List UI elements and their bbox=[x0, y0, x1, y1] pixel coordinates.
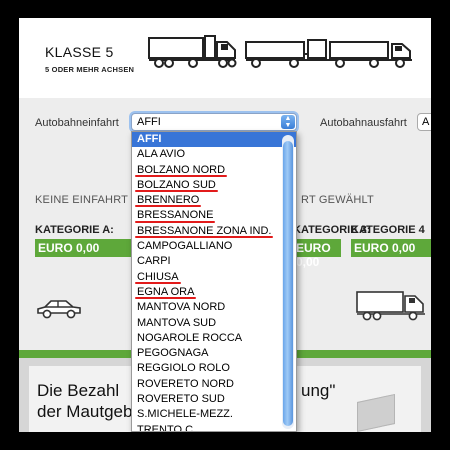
dropdown-option[interactable]: CHIUSA bbox=[132, 270, 296, 285]
red-underline-mark bbox=[135, 236, 273, 239]
dropdown-option[interactable]: S.MICHELE-MEZZ. bbox=[132, 407, 296, 422]
toll-calculator-screen: KLASSE 5 5 ODER MEHR ACHSEN bbox=[19, 18, 431, 432]
lorry-icon bbox=[356, 291, 425, 321]
dropdown-option-label: EGNA ORA bbox=[137, 285, 195, 298]
red-underline-mark bbox=[135, 190, 218, 193]
exit-label: Autobahnausfahrt bbox=[320, 117, 407, 129]
dropdown-option-label: BRESSANONE ZONA IND. bbox=[137, 224, 272, 237]
category-3-label: KATEGORIE 3: bbox=[293, 224, 371, 236]
red-underline-mark bbox=[135, 205, 201, 208]
category-a-price: EURO 0,00 bbox=[35, 239, 131, 257]
dropdown-option[interactable]: ROVERETO NORD bbox=[132, 377, 296, 392]
dropdown-option-label: AFFI bbox=[137, 133, 162, 145]
dropdown-option[interactable]: CAMPOGALLIANO bbox=[132, 239, 296, 254]
dropdown-option[interactable]: BRESSANONE ZONA IND. bbox=[132, 224, 296, 239]
dropdown-option[interactable]: BRENNERO bbox=[132, 193, 296, 208]
dropdown-option-label: ROVERETO NORD bbox=[137, 377, 234, 390]
red-underline-mark bbox=[135, 220, 215, 223]
class-title: KLASSE 5 bbox=[45, 44, 114, 60]
dropdown-option-label: PEGOGNAGA bbox=[137, 347, 209, 360]
entry-label: Autobahneinfahrt bbox=[35, 117, 119, 129]
car-icon bbox=[37, 300, 81, 319]
dropdown-option[interactable]: AFFI bbox=[132, 132, 296, 148]
dropdown-option-label: MANTOVA SUD bbox=[137, 316, 217, 329]
dropdown-option-label: TRENTO C. bbox=[137, 423, 197, 432]
banner-headline-right: ung" bbox=[301, 381, 336, 400]
dropdown-option[interactable]: CARPI bbox=[132, 254, 296, 269]
up-down-arrows-icon[interactable]: ▲▼ bbox=[281, 115, 295, 129]
truck-trailer-icon bbox=[148, 35, 237, 68]
banner-headline-left: Die Bezahl bbox=[37, 381, 120, 400]
dropdown-option[interactable]: BRESSANONE bbox=[132, 208, 296, 223]
entry-selected-value: AFFI bbox=[137, 116, 161, 128]
dropdown-option-label: ALA AVIO bbox=[137, 148, 186, 161]
dropdown-option[interactable]: NOGAROLE ROCCA bbox=[132, 331, 296, 346]
no-entry-message: KEINE EINFAHRT bbox=[35, 194, 129, 206]
dropdown-option[interactable]: ALA AVIO bbox=[132, 147, 296, 162]
category-3-price: EURO 0,00 bbox=[289, 239, 341, 269]
dropdown-scroll-thumb[interactable] bbox=[283, 141, 293, 426]
dropdown-option[interactable]: MANTOVA SUD bbox=[132, 316, 296, 331]
dropdown-option-label: ROVERETO SUD bbox=[137, 393, 225, 406]
banner-headline-line2: der Mautgebühr bbox=[37, 402, 158, 421]
category-4-price: EURO 0,00 bbox=[351, 239, 431, 257]
dropdown-option[interactable]: REGGIOLO ROLO bbox=[132, 361, 296, 376]
dropdown-option-label: MANTOVA NORD bbox=[137, 301, 226, 314]
vehicle-class-header: KLASSE 5 5 ODER MEHR ACHSEN bbox=[19, 18, 431, 98]
dropdown-option[interactable]: EGNA ORA bbox=[132, 285, 296, 300]
category-a-label: KATEGORIE A: bbox=[35, 224, 114, 236]
red-underline-mark bbox=[135, 281, 181, 284]
red-underline-mark bbox=[135, 297, 196, 300]
dropdown-option-label: NOGAROLE ROCCA bbox=[137, 331, 243, 344]
no-entry-message-tail: RT GEWÄHLT bbox=[301, 194, 374, 206]
road-train-icon bbox=[245, 39, 412, 68]
dropdown-option-label: BOLZANO NORD bbox=[137, 163, 226, 176]
dropdown-option-label: REGGIOLO ROLO bbox=[137, 362, 230, 375]
dropdown-option-label: BOLZANO SUD bbox=[137, 178, 216, 191]
exit-selected-value: A bbox=[422, 116, 430, 128]
dropdown-option[interactable]: TRENTO C. bbox=[132, 423, 296, 432]
dropdown-option-label: CARPI bbox=[137, 255, 171, 268]
exit-select[interactable]: A bbox=[417, 113, 431, 131]
dropdown-option[interactable]: MANTOVA NORD bbox=[132, 300, 296, 315]
dropdown-option-label: CAMPOGALLIANO bbox=[137, 240, 233, 253]
dropdown-scrollbar[interactable] bbox=[282, 135, 294, 429]
dropdown-option[interactable]: PEGOGNAGA bbox=[132, 346, 296, 361]
dropdown-option-label: BRESSANONE bbox=[137, 209, 214, 222]
red-underline-mark bbox=[135, 174, 227, 177]
class-subtitle: 5 ODER MEHR ACHSEN bbox=[45, 65, 135, 74]
dropdown-option-label: CHIUSA bbox=[137, 270, 179, 283]
dropdown-option[interactable]: ROVERETO SUD bbox=[132, 392, 296, 407]
entry-select[interactable]: AFFI ▲▼ bbox=[131, 113, 297, 131]
dropdown-option[interactable]: BOLZANO NORD bbox=[132, 163, 296, 178]
dropdown-option-label: BRENNERO bbox=[137, 194, 200, 207]
category-4-label: KATEGORIE 4 bbox=[351, 224, 425, 236]
dropdown-option-label: S.MICHELE-MEZZ. bbox=[137, 408, 233, 421]
entry-dropdown-list[interactable]: AFFI ALA AVIO BOLZANO NORD BOLZANO SUD BRENN… bbox=[131, 131, 297, 432]
dropdown-option[interactable]: BOLZANO SUD bbox=[132, 178, 296, 193]
